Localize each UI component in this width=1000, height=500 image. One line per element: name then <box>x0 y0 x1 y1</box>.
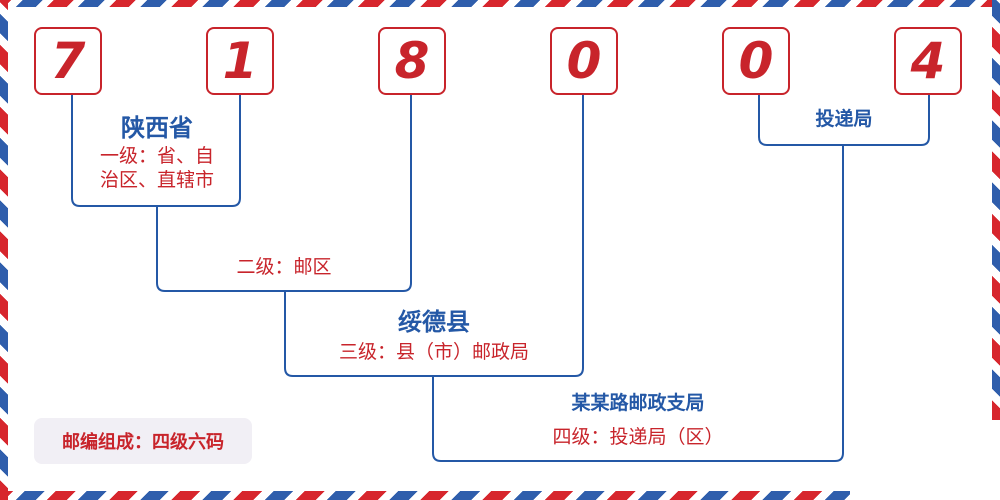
airmail-border-left <box>0 0 8 500</box>
digit-box-1: 7 <box>34 27 102 95</box>
level2-desc: 二级：邮区 <box>236 256 332 278</box>
digit-box-3: 8 <box>378 27 446 95</box>
level4-desc: 四级：投递局（区） <box>552 426 724 448</box>
province-name: 陕西省 <box>121 113 193 142</box>
corner-cover <box>850 420 1000 500</box>
level1-desc-line1: 一级：省、自 <box>99 145 214 167</box>
composition-badge-text: 邮编组成：四级六码 <box>62 432 224 453</box>
airmail-border-right <box>992 0 1000 420</box>
county-name: 绥德县 <box>398 307 470 336</box>
composition-badge: 邮编组成：四级六码 <box>34 418 252 464</box>
digit-box-4: 0 <box>550 27 618 95</box>
airmail-border-top <box>0 0 1000 7</box>
digit-box-2: 1 <box>206 27 274 95</box>
level3-desc: 三级：县（市）邮政局 <box>338 341 529 363</box>
level1-desc-line2: 治区、直辖市 <box>99 169 214 191</box>
digit-box-5: 0 <box>722 27 790 95</box>
delivery-office-label: 投递局 <box>815 108 873 130</box>
branch-office-name: 某某路邮政支局 <box>571 392 705 414</box>
bracket-level4 <box>432 145 844 462</box>
airmail-border-bottom <box>0 491 1000 500</box>
digit-box-6: 4 <box>894 27 962 95</box>
